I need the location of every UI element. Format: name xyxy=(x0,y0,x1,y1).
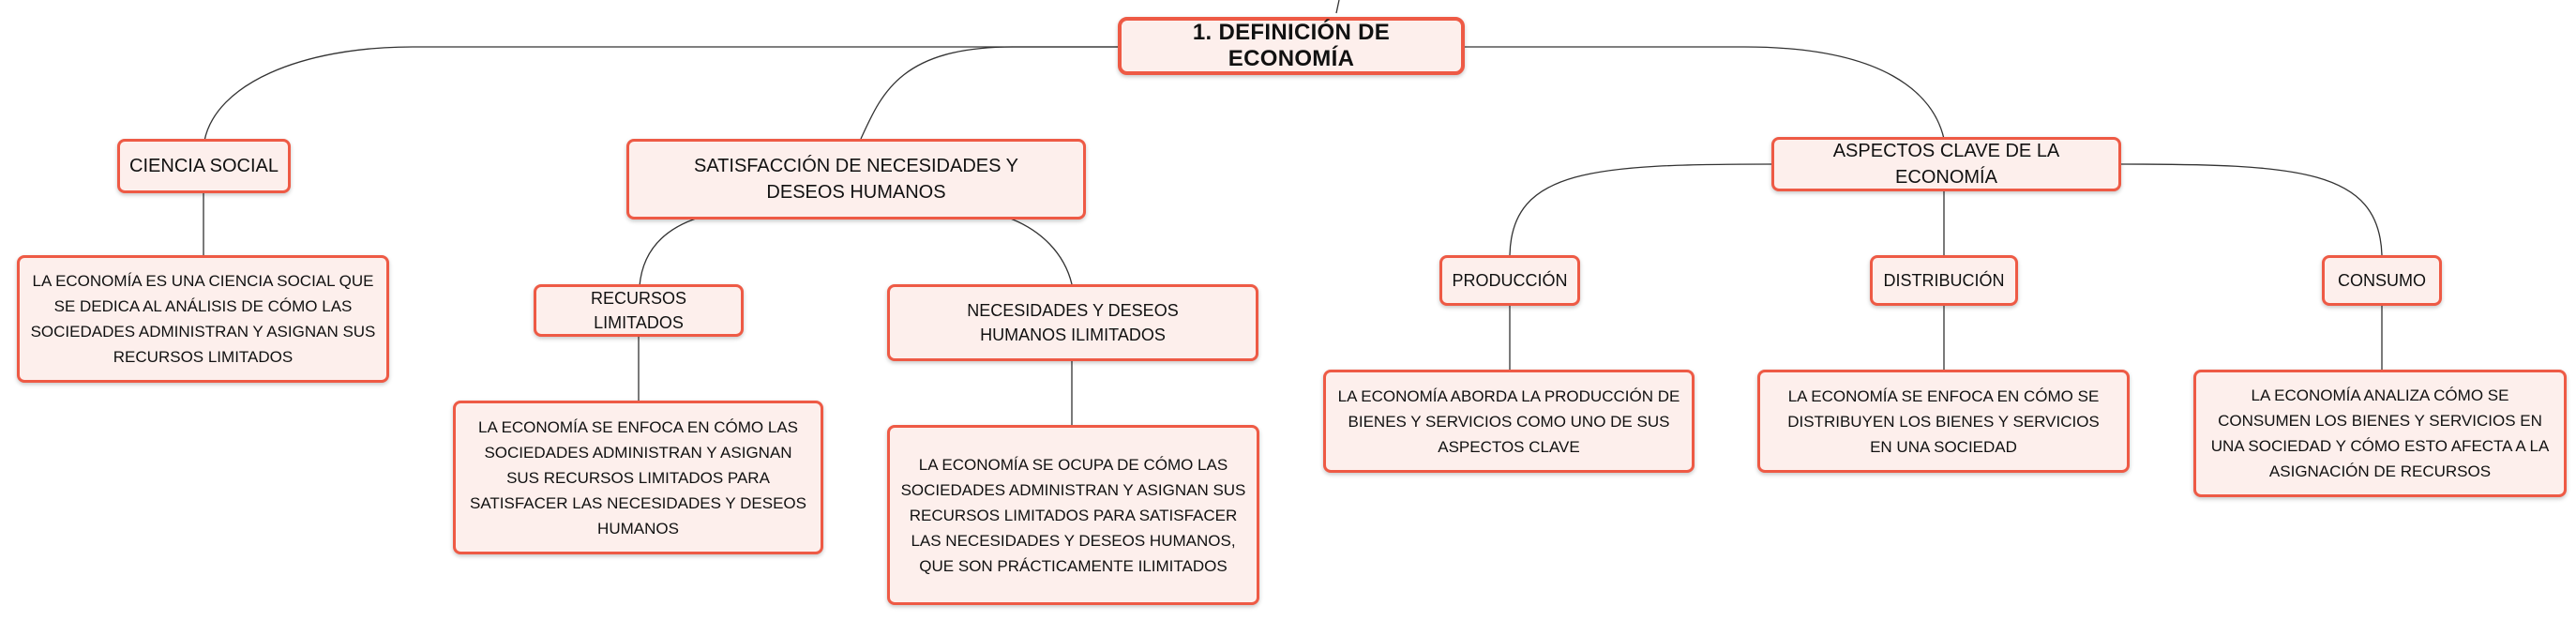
subtopic-recursos-limitados-label: RECURSOS LIMITADOS xyxy=(590,289,686,332)
topic-aspectos-clave[interactable]: ASPECTOS CLAVE DE LA ECONOMÍA xyxy=(1771,137,2121,191)
connector-satisfaccion-recursos xyxy=(639,217,700,287)
subtopic-produccion-label: PRODUCCIÓN xyxy=(1452,271,1568,290)
recursos-limitados-description-text: LA ECONOMÍA SE ENFOCA EN CÓMO LAS SOCIED… xyxy=(469,417,806,538)
subtopic-distribucion-label: DISTRIBUCIÓN xyxy=(1883,271,2005,290)
ciencia-social-description[interactable]: LA ECONOMÍA ES UNA CIENCIA SOCIAL QUE SE… xyxy=(17,255,389,383)
root-topic[interactable]: 1. DEFINICIÓN DE ECONOMÍA xyxy=(1118,17,1465,75)
subtopic-distribucion[interactable]: DISTRIBUCIÓN xyxy=(1870,255,2018,306)
connector-root-ciencia-social xyxy=(203,46,1118,142)
topic-ciencia-social[interactable]: CIENCIA SOCIAL xyxy=(117,139,291,193)
connector-root-parent xyxy=(1335,0,1340,14)
topic-ciencia-social-label: CIENCIA SOCIAL xyxy=(129,156,279,176)
connector-aspectos-consumo xyxy=(2120,163,2383,256)
subtopic-recursos-limitados[interactable]: RECURSOS LIMITADOS xyxy=(534,284,744,337)
produccion-description-text: LA ECONOMÍA ABORDA LA PRODUCCIÓN DE BIEN… xyxy=(1337,386,1680,456)
topic-satisfaccion[interactable]: SATISFACCIÓN DE NECESIDADES Y DESEOS HUM… xyxy=(626,139,1086,220)
consumo-description[interactable]: LA ECONOMÍA ANALIZA CÓMO SE CONSUMEN LOS… xyxy=(2193,370,2567,497)
root-topic-label: 1. DEFINICIÓN DE ECONOMÍA xyxy=(1192,20,1391,71)
connector-root-satisfaccion xyxy=(860,46,1118,140)
distribucion-description[interactable]: LA ECONOMÍA SE ENFOCA EN CÓMO SE DISTRIB… xyxy=(1757,370,2130,473)
subtopic-produccion[interactable]: PRODUCCIÓN xyxy=(1439,255,1580,306)
topic-satisfaccion-label: SATISFACCIÓN DE NECESIDADES Y DESEOS HUM… xyxy=(693,156,1018,203)
consumo-description-text: LA ECONOMÍA ANALIZA CÓMO SE CONSUMEN LOS… xyxy=(2210,386,2550,480)
necesidades-ilimitadas-description[interactable]: LA ECONOMÍA SE OCUPA DE CÓMO LAS SOCIEDA… xyxy=(887,425,1259,605)
subtopic-necesidades-ilimitadas[interactable]: NECESIDADES Y DESEOS HUMANOS ILIMITADOS xyxy=(887,284,1258,361)
connector-aspectos-produccion xyxy=(1509,163,1773,256)
distribucion-description-text: LA ECONOMÍA SE ENFOCA EN CÓMO SE DISTRIB… xyxy=(1787,386,2100,456)
produccion-description[interactable]: LA ECONOMÍA ABORDA LA PRODUCCIÓN DE BIEN… xyxy=(1323,370,1695,473)
subtopic-necesidades-ilimitadas-label: NECESIDADES Y DESEOS HUMANOS ILIMITADOS xyxy=(967,301,1179,344)
subtopic-consumo-label: CONSUMO xyxy=(2338,271,2426,290)
recursos-limitados-description[interactable]: LA ECONOMÍA SE ENFOCA EN CÓMO LAS SOCIED… xyxy=(453,401,823,554)
topic-aspectos-clave-label: ASPECTOS CLAVE DE LA ECONOMÍA xyxy=(1832,141,2060,188)
connector-root-aspectos xyxy=(1465,46,1945,140)
subtopic-consumo[interactable]: CONSUMO xyxy=(2322,255,2442,306)
ciencia-social-description-text: LA ECONOMÍA ES UNA CIENCIA SOCIAL QUE SE… xyxy=(30,272,376,366)
connector-satisfaccion-necesidades xyxy=(1007,217,1073,285)
necesidades-ilimitadas-description-text: LA ECONOMÍA SE OCUPA DE CÓMO LAS SOCIEDA… xyxy=(900,455,1246,575)
